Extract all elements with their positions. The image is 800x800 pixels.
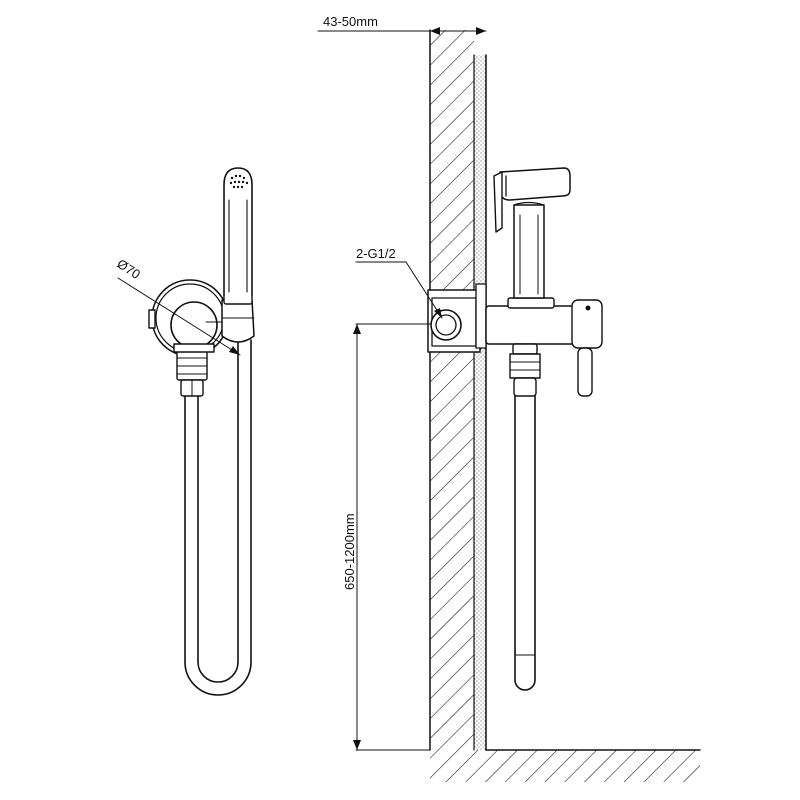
concealed-valve bbox=[427, 283, 487, 353]
floor-section bbox=[430, 749, 701, 782]
lever-handle bbox=[577, 347, 593, 397]
wall-depth-label: 43-50mm bbox=[323, 14, 378, 29]
nozzle-holes-icon bbox=[229, 174, 249, 189]
mount-height-label: 650-1200mm bbox=[342, 513, 357, 590]
thread-label: 2-G1/2 bbox=[356, 246, 396, 261]
holder-bracket-front bbox=[205, 293, 255, 343]
thread-callout: 2-G1/2 bbox=[355, 246, 443, 319]
hose-front bbox=[184, 339, 252, 696]
front-view: Ø70 bbox=[114, 167, 255, 696]
hose-connector-side bbox=[509, 343, 541, 397]
hose-side bbox=[514, 395, 536, 691]
hose-connector-front bbox=[176, 349, 208, 397]
mount-height-dimension: 650-1200mm bbox=[342, 323, 431, 751]
valve-body-front bbox=[170, 301, 218, 353]
valve-body-side bbox=[485, 297, 603, 349]
sprayer-side bbox=[493, 167, 571, 299]
side-view: 43-50mm 2-G1/2 650-1200mm bbox=[317, 14, 701, 782]
wall-section bbox=[429, 29, 487, 751]
sprayer-front bbox=[223, 167, 253, 296]
wall-depth-dimension: 43-50mm bbox=[317, 14, 487, 35]
